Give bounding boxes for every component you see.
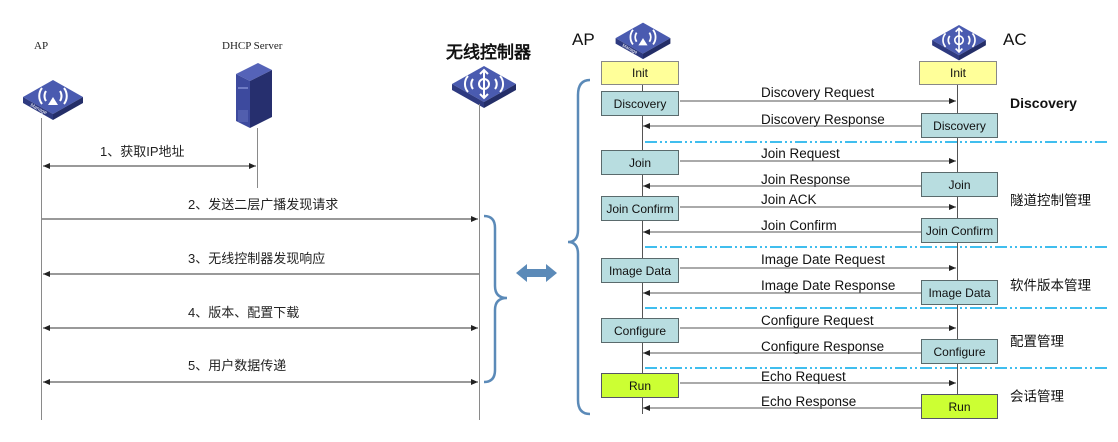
left-brace — [483, 214, 508, 384]
controller-device-icon — [452, 66, 516, 108]
ac-device-icon — [932, 25, 986, 61]
msg-echo-response: Echo Response — [761, 394, 857, 409]
entity-dhcp-label: DHCP Server — [222, 40, 283, 52]
ap-state-configure: Configure — [601, 318, 679, 343]
ap-state-run: Run — [601, 373, 679, 398]
ac-state-discovery: Discovery — [921, 113, 998, 138]
msg-image-date-response: Image Date Response — [761, 278, 896, 293]
step-5-label: 5、用户数据传递 — [188, 358, 287, 373]
msg-discovery-request: Discovery Request — [761, 85, 875, 100]
ac-state-image-data: Image Data — [921, 280, 998, 305]
msg-join-confirm: Join Confirm — [761, 218, 837, 233]
right-brace — [567, 78, 591, 416]
ac-state-join: Join — [921, 172, 998, 197]
msg-discovery-response: Discovery Response — [761, 112, 885, 127]
step-2-label: 2、发送二层广播发现请求 — [188, 197, 339, 212]
step-4-label: 4、版本、配置下载 — [188, 305, 300, 320]
msg-join-request: Join Request — [761, 146, 840, 161]
ap-lifeline — [41, 118, 42, 420]
ac-state-run: Run — [921, 394, 998, 419]
entity-controller-label: 无线控制器 — [446, 43, 531, 62]
phase-tunnel-control: 隧道控制管理 — [1010, 193, 1091, 208]
right-ap-device-icon: Manage — [615, 22, 671, 60]
msg-configure-request: Configure Request — [761, 313, 874, 328]
ac-state-configure: Configure — [921, 339, 998, 364]
right-entity-ap-label: AP — [572, 30, 595, 49]
ap-state-init: Init — [601, 61, 679, 85]
ap-state-discovery: Discovery — [601, 91, 679, 116]
ac-state-init: Init — [919, 61, 997, 85]
ap-device-icon: Manage — [23, 80, 83, 120]
phase-discovery: Discovery — [1010, 95, 1077, 111]
phase-session: 会话管理 — [1010, 389, 1064, 404]
controller-lifeline — [479, 104, 480, 420]
right-entity-ac-label: AC — [1003, 30, 1027, 49]
phase-software-version: 软件版本管理 — [1010, 278, 1091, 293]
msg-join-response: Join Response — [761, 172, 851, 187]
step-1-label: 1、获取IP地址 — [100, 144, 185, 159]
msg-echo-request: Echo Request — [761, 369, 846, 384]
ap-state-image-data: Image Data — [601, 258, 679, 283]
step-3-label: 3、无线控制器发现响应 — [188, 251, 326, 266]
entity-ap-label: AP — [34, 40, 49, 52]
msg-configure-response: Configure Response — [761, 339, 885, 354]
right-ap-lifeline — [642, 84, 643, 414]
ap-state-join-confirm: Join Confirm — [601, 196, 679, 221]
phase-configuration: 配置管理 — [1010, 334, 1064, 349]
msg-image-date-request: Image Date Request — [761, 252, 885, 267]
ac-state-join-confirm: Join Confirm — [921, 218, 998, 243]
dhcp-lifeline — [257, 128, 258, 188]
msg-join-ack: Join ACK — [761, 192, 817, 207]
ap-state-join: Join — [601, 150, 679, 175]
double-arrow-icon — [516, 264, 557, 282]
dhcp-server-icon — [236, 63, 272, 128]
